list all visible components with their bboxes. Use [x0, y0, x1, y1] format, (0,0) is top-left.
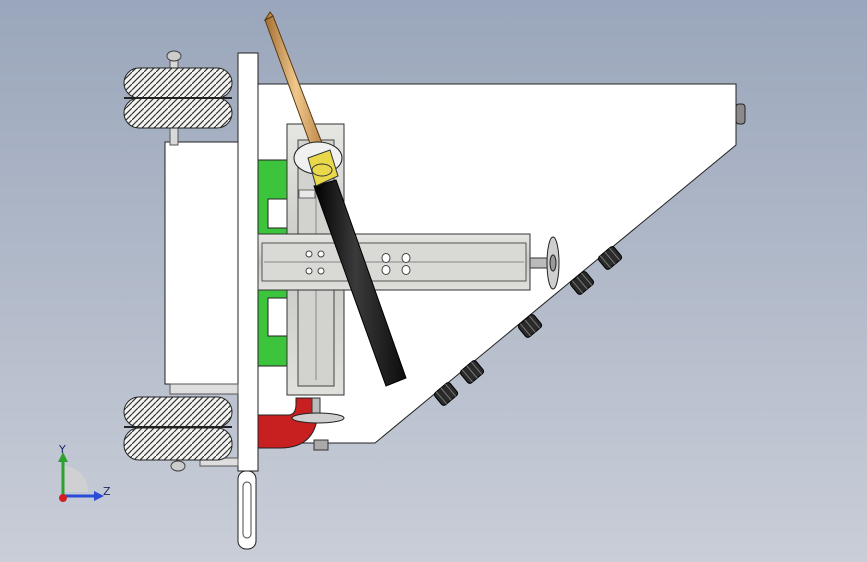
tire-icon-lower[interactable] — [123, 396, 233, 461]
lower-support-rod[interactable] — [169, 383, 239, 395]
lower-handwheel-icon[interactable] — [291, 397, 345, 451]
bolt-holes — [305, 250, 411, 275]
handwheel-icon[interactable] — [529, 236, 560, 290]
bottom-handle[interactable] — [237, 470, 257, 550]
frame-box[interactable] — [164, 141, 239, 385]
axis-z-label: Z — [103, 485, 111, 498]
side-plate[interactable] — [237, 52, 259, 472]
axis-y-label: Y — [59, 443, 66, 456]
coordinate-triad-icon — [58, 452, 104, 502]
torch-tube[interactable] — [313, 179, 407, 387]
knurled-knob-icon[interactable] — [433, 245, 623, 406]
tire-icon[interactable] — [123, 67, 233, 129]
torch-clamp[interactable] — [293, 141, 343, 187]
end-knob[interactable] — [735, 103, 746, 125]
